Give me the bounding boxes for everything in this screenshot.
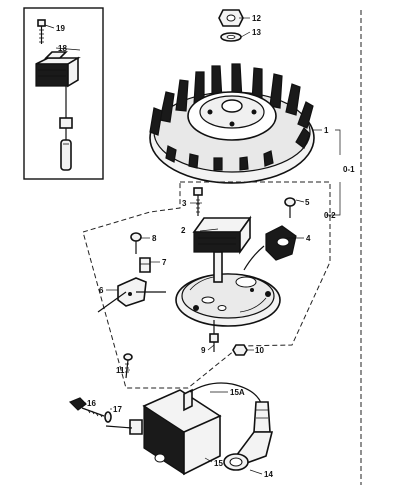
flywheel-fins [149, 63, 314, 171]
nut-10 [232, 344, 248, 356]
callout-13: 13 [252, 28, 261, 37]
assembly-boundary-dashed [82, 181, 331, 389]
washer-17 [104, 411, 112, 423]
callout-10: 10 [255, 346, 264, 355]
clamp-7 [139, 257, 151, 273]
leader-lines [44, 17, 341, 475]
callout-0-2: 0-2 [324, 211, 336, 220]
callout-18: 18 [58, 44, 67, 53]
callout-3: 3 [182, 199, 187, 208]
lead-9 [209, 320, 219, 352]
screw-19 [37, 19, 46, 44]
condenser-4 [243, 225, 297, 271]
breaker-points-6 [97, 277, 166, 313]
callout-4: 4 [306, 234, 311, 243]
screw-11 [123, 353, 133, 379]
callout-0-1: 0-1 [343, 165, 355, 174]
coil-18 [35, 51, 81, 88]
screw-8 [130, 232, 142, 254]
lead-15a [189, 382, 263, 407]
flywheel [149, 63, 315, 184]
callout-6: 6 [99, 286, 104, 295]
callout-16: 16 [87, 399, 96, 408]
callout-14: 14 [264, 470, 273, 479]
callout-19: 19 [56, 24, 65, 33]
screw-5 [284, 197, 296, 218]
coil-lead-18 [59, 86, 73, 171]
callout-2: 2 [181, 226, 186, 235]
callout-8: 8 [152, 234, 157, 243]
stator-plate [175, 273, 281, 327]
callout-17: 17 [113, 405, 122, 414]
washer-13 [220, 32, 242, 42]
inset-box [23, 7, 104, 180]
callout-9: 9 [201, 346, 206, 355]
callout-12: 12 [252, 14, 261, 23]
callout-7: 7 [162, 258, 167, 267]
screw-16 [68, 397, 105, 418]
callout-15a: 15A [230, 388, 245, 397]
callout-15: 15 [214, 459, 223, 468]
callout-11: 11 [116, 366, 125, 375]
ignition-coil-2 [192, 215, 252, 283]
spark-plug-boot-14 [223, 401, 274, 471]
coil-15 [105, 388, 222, 476]
callout-1: 1 [324, 126, 329, 135]
callout-5: 5 [305, 198, 310, 207]
nut-12 [218, 9, 244, 27]
screw-3 [193, 187, 203, 216]
